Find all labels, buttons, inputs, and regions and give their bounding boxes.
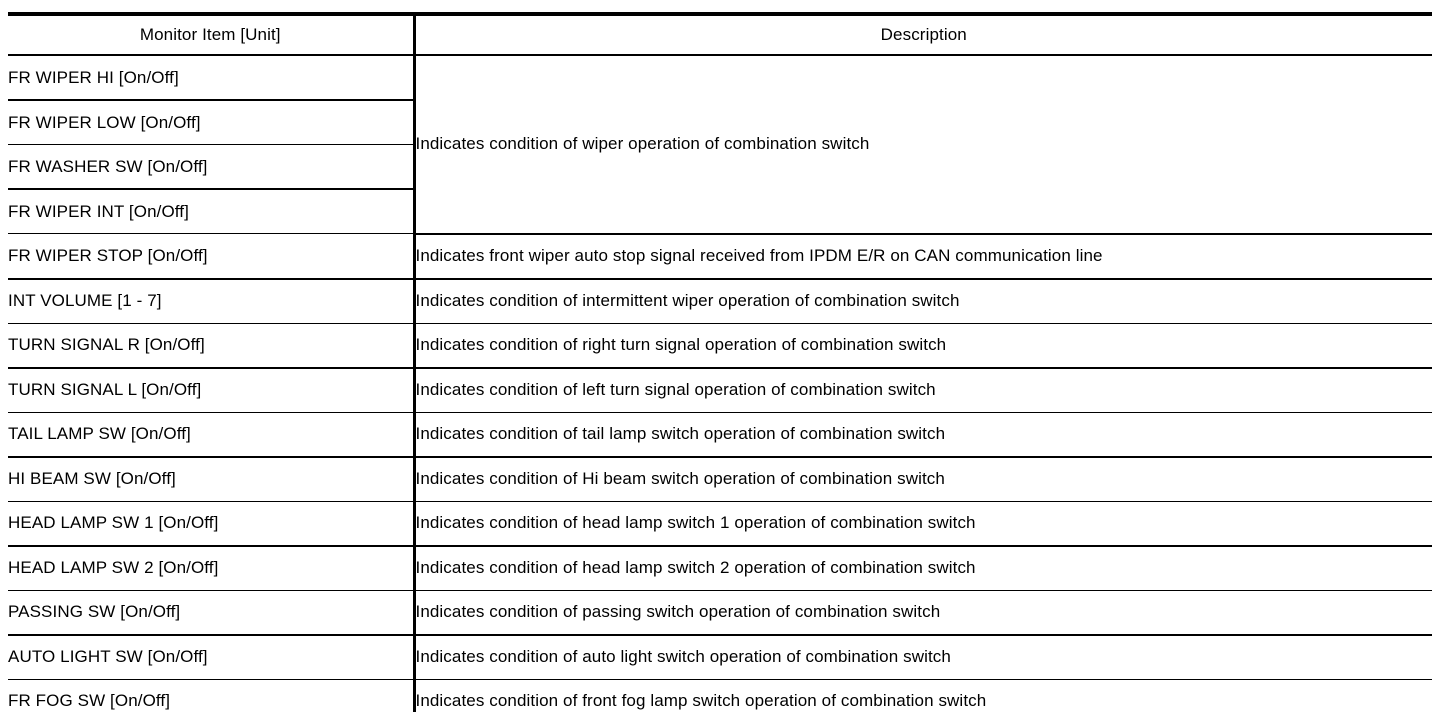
monitor-item-table: Monitor Item [Unit] Description FR WIPER… <box>8 12 1432 712</box>
description-cell: Indicates front wiper auto stop signal r… <box>414 233 1432 280</box>
description-cell: Indicates condition of right turn signal… <box>414 323 1432 369</box>
description-cell: Indicates condition of head lamp switch … <box>414 545 1432 591</box>
monitor-item-cell: TURN SIGNAL L [On/Off] <box>8 367 416 413</box>
description-cell: Indicates condition of auto light switch… <box>414 634 1432 680</box>
description-cell: Indicates condition of head lamp switch … <box>414 501 1432 547</box>
monitor-item-cell: PASSING SW [On/Off] <box>8 590 416 636</box>
monitor-item-cell: AUTO LIGHT SW [On/Off] <box>8 634 416 680</box>
table-row: FR WIPER STOP [On/Off] Indicates front w… <box>8 233 1432 280</box>
table-row: HEAD LAMP SW 2 [On/Off] Indicates condit… <box>8 545 1432 591</box>
table-header: Monitor Item [Unit] Description <box>8 14 1432 56</box>
description-cell: Indicates condition of left turn signal … <box>414 367 1432 413</box>
monitor-item-cell: FR WIPER STOP [On/Off] <box>8 233 416 280</box>
table-row: HI BEAM SW [On/Off] Indicates condition … <box>8 456 1432 502</box>
table-row: TAIL LAMP SW [On/Off] Indicates conditio… <box>8 412 1432 458</box>
table-body: FR WIPER HI [On/Off] Indicates condition… <box>8 55 1432 712</box>
description-cell: Indicates condition of intermittent wipe… <box>414 278 1432 324</box>
table-row: INT VOLUME [1 - 7] Indicates condition o… <box>8 278 1432 324</box>
table-row: FR FOG SW [On/Off] Indicates condition o… <box>8 679 1432 712</box>
description-cell: Indicates condition of passing switch op… <box>414 590 1432 636</box>
table-row: AUTO LIGHT SW [On/Off] Indicates conditi… <box>8 634 1432 680</box>
table-row: FR WIPER LOW [On/Off] <box>8 100 1432 145</box>
monitor-item-cell: HEAD LAMP SW 2 [On/Off] <box>8 545 416 591</box>
monitor-item-cell: FR WIPER LOW [On/Off] <box>8 100 416 145</box>
header-row: Monitor Item [Unit] Description <box>8 14 1432 56</box>
table-row: PASSING SW [On/Off] Indicates condition … <box>8 590 1432 636</box>
monitor-item-cell: HI BEAM SW [On/Off] <box>8 456 416 502</box>
monitor-item-cell: FR WIPER HI [On/Off] <box>8 55 416 101</box>
table-row: FR WIPER INT [On/Off] <box>8 189 1432 234</box>
monitor-item-cell: TURN SIGNAL R [On/Off] <box>8 323 416 369</box>
description-cell: Indicates condition of Hi beam switch op… <box>414 456 1432 502</box>
monitor-item-cell: FR WASHER SW [On/Off] <box>8 144 416 190</box>
table-row: FR WASHER SW [On/Off] <box>8 144 1432 190</box>
table-row: TURN SIGNAL R [On/Off] Indicates conditi… <box>8 323 1432 369</box>
monitor-item-cell: HEAD LAMP SW 1 [On/Off] <box>8 501 416 547</box>
column-header-description: Description <box>414 14 1432 56</box>
monitor-item-cell: TAIL LAMP SW [On/Off] <box>8 412 416 458</box>
table-row: TURN SIGNAL L [On/Off] Indicates conditi… <box>8 367 1432 413</box>
monitor-item-cell: FR FOG SW [On/Off] <box>8 679 416 712</box>
column-header-monitor-item: Monitor Item [Unit] <box>8 14 416 56</box>
monitor-item-cell: FR WIPER INT [On/Off] <box>8 189 416 234</box>
monitor-item-cell: INT VOLUME [1 - 7] <box>8 278 416 324</box>
table-row: HEAD LAMP SW 1 [On/Off] Indicates condit… <box>8 501 1432 547</box>
description-cell: Indicates condition of tail lamp switch … <box>414 412 1432 458</box>
description-cell: Indicates condition of front fog lamp sw… <box>415 691 987 711</box>
merged-description-cell: Indicates condition of wiper operation o… <box>414 55 1432 235</box>
table-row: FR WIPER HI [On/Off] Indicates condition… <box>8 55 1432 235</box>
